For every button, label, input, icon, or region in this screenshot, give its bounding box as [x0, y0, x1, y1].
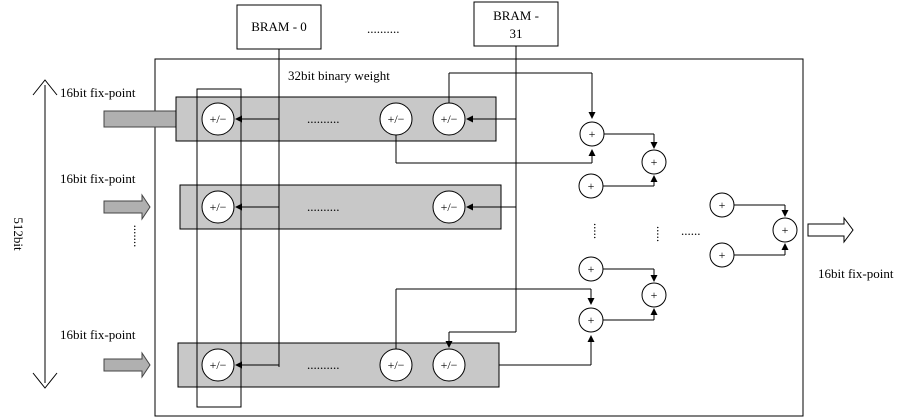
adder-l2-top	[641, 149, 667, 175]
output-label: 16bit fix-point	[818, 266, 894, 281]
bram-0-box	[236, 4, 322, 50]
width-arrow-head-top	[32, 79, 58, 96]
pm-label-r3-a: +/−	[210, 358, 227, 372]
pm-unit-r3-c	[432, 348, 466, 382]
input-arrow-2	[103, 193, 151, 221]
adder-l2-bottom-label: +	[651, 288, 658, 302]
pm-label-r1-a: +/−	[210, 112, 227, 126]
pm-unit-r2-c	[432, 190, 466, 224]
bram-31-label-line1: BRAM -	[493, 8, 539, 23]
pm-label-r3-c: +/−	[441, 358, 458, 372]
bram-31-box	[473, 1, 559, 47]
pm-label-r3-b: +/−	[388, 358, 405, 372]
input-label-3: 16bit fix-point	[60, 327, 136, 342]
row-gap-dots-1: ..........	[307, 111, 340, 126]
bram-0-label: BRAM - 0	[251, 19, 307, 34]
adder-l1-top-label: +	[589, 127, 596, 141]
adder-col2-dots: .....	[654, 226, 669, 242]
input-arrow-3	[103, 351, 151, 379]
pm-unit-r2-a	[201, 190, 235, 224]
row-gap-dots-2: ..........	[307, 199, 340, 214]
weight-label: 32bit binary weight	[288, 68, 390, 83]
adder-final-label: +	[782, 223, 789, 237]
width-label: 512bit	[11, 217, 26, 251]
input-gap-dots: .......	[131, 225, 146, 248]
tree-gap-dots: ......	[681, 223, 701, 238]
adder-l1-bottom-label: +	[588, 313, 595, 327]
adder-l1-b-label: +	[588, 179, 595, 193]
pm-label-r2-c: +/−	[441, 200, 458, 214]
width-arrow-head-bottom	[32, 372, 58, 389]
adder-final-in-top-label: +	[719, 198, 726, 212]
row-gap-dots-3: ..........	[307, 357, 340, 372]
output-arrow	[807, 216, 854, 244]
bram-31-label-line2: 31	[510, 26, 523, 41]
adder-col1-dots: .....	[591, 223, 606, 239]
adder-final	[772, 217, 798, 243]
pm-unit-r3-a	[201, 348, 235, 382]
pm-label-r2-a: +/−	[210, 200, 227, 214]
bram-gap-dots: ..........	[367, 21, 400, 36]
adder-final-in-bottom-label: +	[719, 248, 726, 262]
input-label-2: 16bit fix-point	[60, 171, 136, 186]
adder-l1-c-label: +	[588, 262, 595, 276]
adder-l2-bottom	[641, 282, 667, 308]
adder-l2-top-label: +	[651, 155, 658, 169]
pm-label-r1-c: +/−	[441, 112, 458, 126]
pm-unit-r1-a	[201, 102, 235, 136]
pm-label-r1-b: +/−	[388, 112, 405, 126]
input-label-1: 16bit fix-point	[60, 85, 136, 100]
